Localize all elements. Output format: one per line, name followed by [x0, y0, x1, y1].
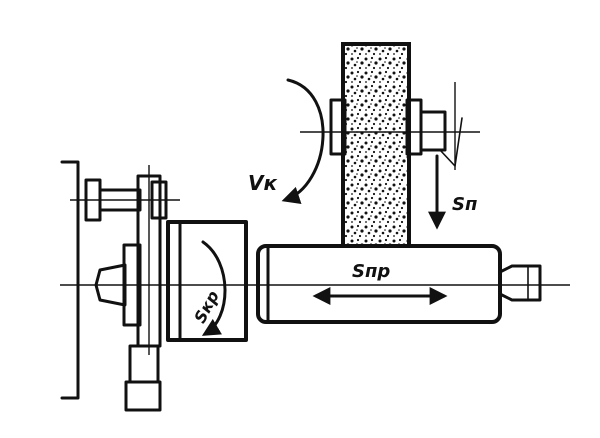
- grinding-wheel: [341, 42, 411, 248]
- upper-pulley-hub: [98, 188, 142, 212]
- wheel-head-bracket: [439, 117, 463, 167]
- wheel-hub-right: [405, 98, 423, 156]
- workpiece-cylinder: [256, 244, 502, 324]
- tailstock-centre: [498, 264, 542, 302]
- longitudinal-feed-label: Sпр: [352, 261, 390, 282]
- headstock-chuck: [166, 220, 248, 342]
- cross-feed-label: Sп: [452, 194, 477, 215]
- upper-pulley: [150, 180, 168, 220]
- adjust-screw-knob: [124, 380, 162, 412]
- wheel-hub-left: [329, 98, 347, 156]
- wheel-speed-label: Vк: [248, 171, 277, 195]
- wheel-head-block: [419, 110, 447, 152]
- circular-feed-arrow: [201, 240, 227, 336]
- left-frame-bracket: [60, 160, 80, 400]
- headstock-flange: [122, 243, 142, 327]
- adjust-screw-shaft: [128, 344, 160, 384]
- wheel-speed-arrow: [281, 78, 325, 204]
